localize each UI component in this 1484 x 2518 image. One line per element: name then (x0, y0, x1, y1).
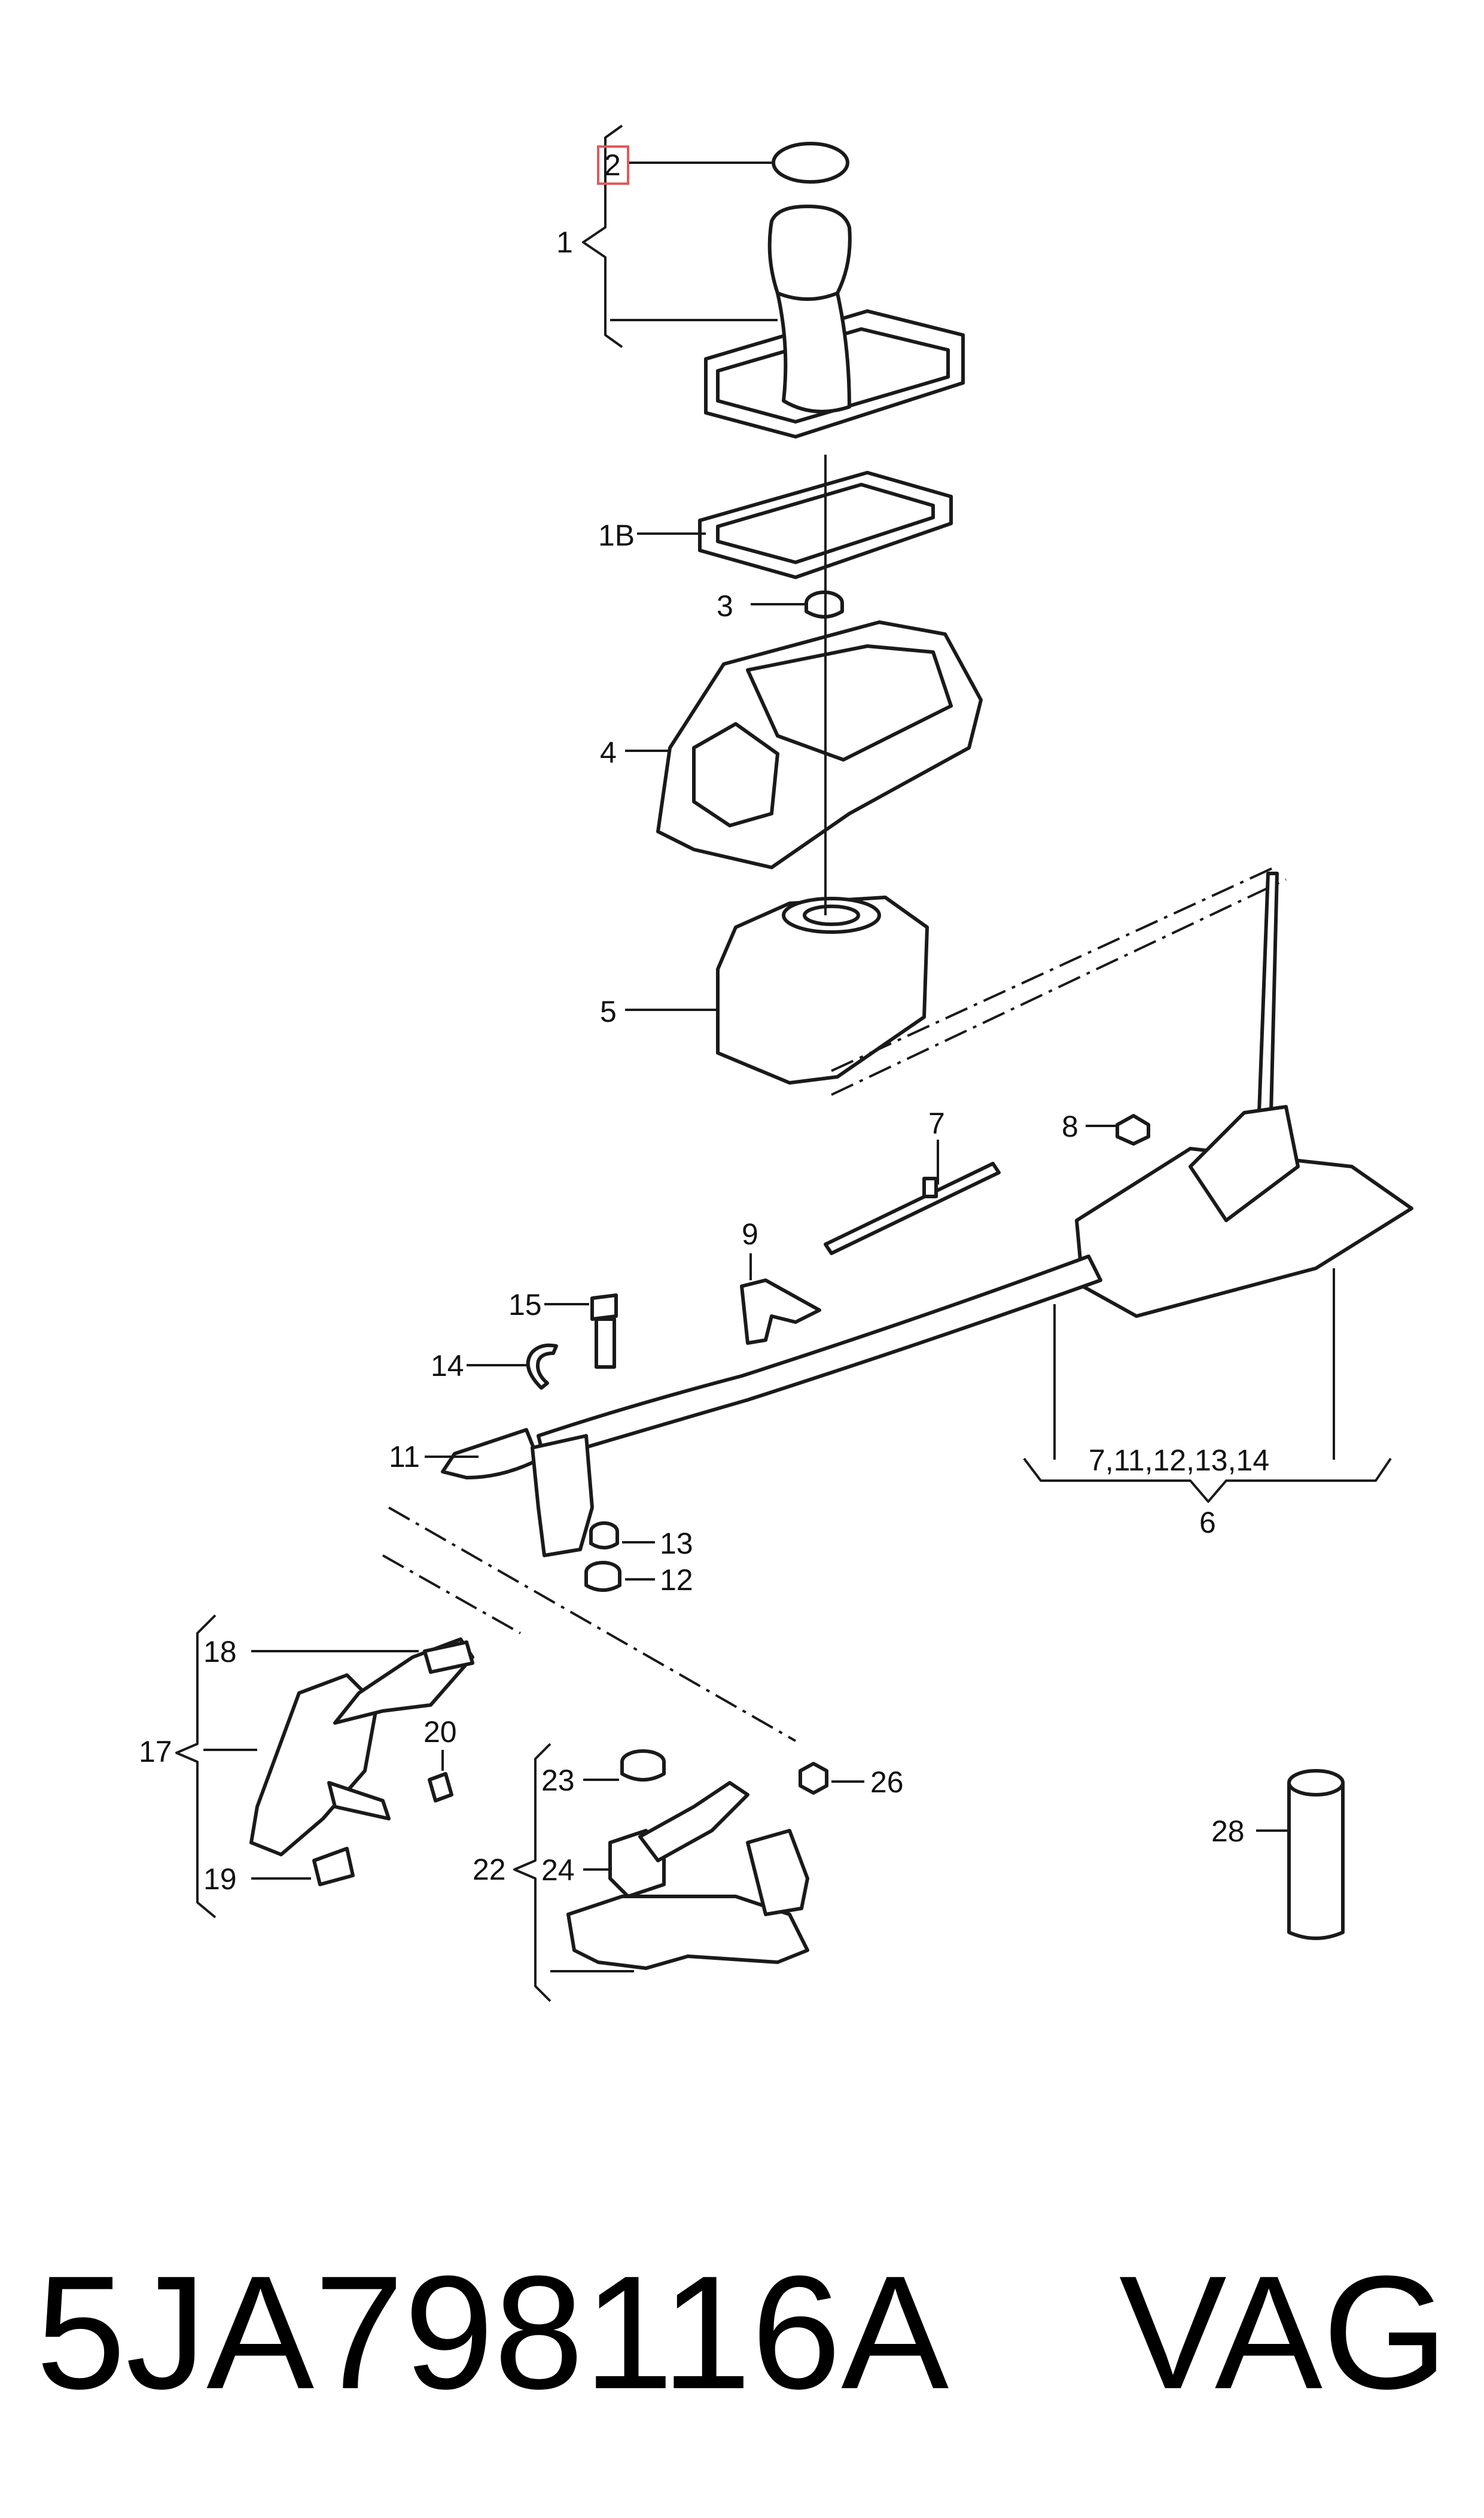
part-6-shift-mechanism (441, 872, 1413, 1557)
callout-2: 2 (604, 148, 621, 182)
callout-7: 7 (928, 1107, 945, 1140)
callout-5: 5 (600, 995, 617, 1028)
part-12-bushing (584, 1561, 621, 1592)
part-19-clip (312, 1847, 355, 1886)
callout-15: 15 (508, 1288, 542, 1322)
callout-2-highlight (597, 145, 629, 185)
leader-lines (203, 162, 1335, 1972)
callout-labels: 2 1 1B 3 4 5 7 8 9 15 14 11 13 12 7,11,1… (139, 145, 1269, 1896)
callout-28: 28 (1211, 1814, 1245, 1848)
part-15-bolt (590, 1293, 618, 1369)
part-22-bracket-assembly (566, 1781, 809, 1970)
part-17-lever-assembly (249, 1637, 474, 1856)
callout-20: 20 (423, 1715, 457, 1749)
part-4-housing-cover (656, 620, 983, 869)
callout-23: 23 (541, 1764, 575, 1797)
callout-3: 3 (717, 589, 733, 623)
part-26-nut (799, 1762, 828, 1795)
callout-1b: 1B (598, 519, 635, 552)
callout-17: 17 (139, 1735, 172, 1768)
callout-22: 22 (473, 1853, 506, 1886)
part-13-bushing (589, 1521, 619, 1549)
part-5-lower-housing (716, 896, 929, 1085)
callout-18: 18 (203, 1635, 237, 1668)
braces (175, 124, 1392, 2002)
callout-12: 12 (660, 1563, 693, 1597)
callout-6: 6 (1199, 1506, 1216, 1539)
part-23-bushing (620, 1749, 666, 1782)
part-14-clip (526, 1343, 558, 1390)
part-7-cable-tie (824, 1162, 1001, 1255)
part-number: 5JA798116A (36, 2243, 949, 2423)
callout-1: 1 (556, 226, 573, 259)
callout-4: 4 (600, 736, 617, 769)
callout-26: 26 (870, 1765, 904, 1799)
part-1-shift-knob-boot (704, 205, 965, 439)
callout-14: 14 (431, 1349, 464, 1383)
part-28-tube (1287, 1769, 1345, 1940)
part-8-nut (1116, 1114, 1150, 1146)
callout-24: 24 (541, 1853, 575, 1887)
part-9-bracket (740, 1278, 821, 1345)
callout-19: 19 (203, 1862, 237, 1896)
part-20-clip (428, 1772, 453, 1803)
brand-name: VAG (1119, 2243, 1448, 2423)
callout-13: 13 (660, 1527, 693, 1560)
callout-9: 9 (742, 1217, 758, 1251)
callout-8: 8 (1062, 1110, 1078, 1143)
callout-11: 11 (389, 1440, 420, 1473)
callout-6-group: 7,11,12,13,14 (1089, 1444, 1269, 1477)
footer-caption: 5JA798116A VAG (36, 2237, 1448, 2429)
part-2-cap (772, 142, 849, 184)
